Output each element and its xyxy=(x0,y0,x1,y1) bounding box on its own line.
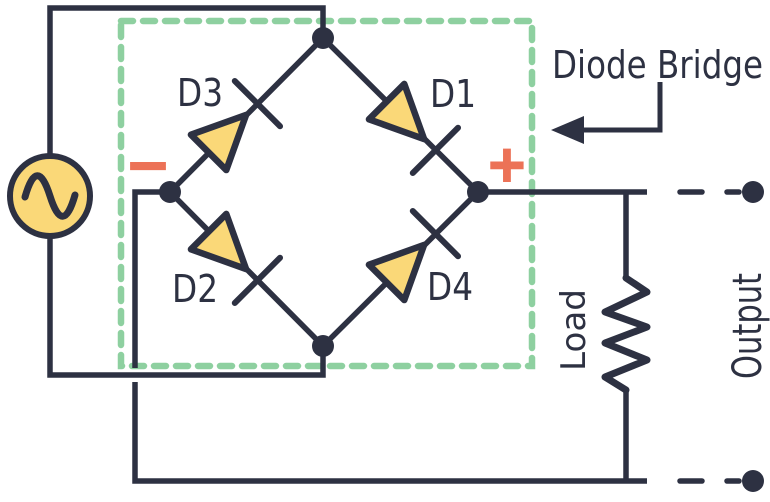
plus-sign: + xyxy=(486,135,528,193)
diode-cathode-bar xyxy=(409,124,462,177)
diode-triangle xyxy=(365,241,428,304)
diode-cathode-bar xyxy=(231,77,284,130)
junction-dot-left xyxy=(159,181,181,203)
junction-dot-right xyxy=(467,181,489,203)
arrow-head xyxy=(551,116,584,144)
diode-triangle xyxy=(187,210,250,273)
label-d3: D3 xyxy=(177,71,223,115)
wire-ac-top xyxy=(47,5,326,155)
arrow-left-icon xyxy=(551,82,663,144)
terminal-dot-negative xyxy=(742,470,764,492)
label-d2: D2 xyxy=(172,267,218,311)
label-d4: D4 xyxy=(427,265,473,309)
diode-triangle xyxy=(365,80,428,143)
terminal-dot-positive xyxy=(742,181,764,203)
diode-cathode-bar xyxy=(231,254,284,307)
label-d1: D1 xyxy=(430,72,476,116)
diode-triangle xyxy=(187,111,250,174)
load-label: Load xyxy=(554,289,594,371)
diode-bridge-label: Diode Bridge xyxy=(552,43,763,87)
ac-source-icon xyxy=(7,153,93,239)
diode-d3-icon xyxy=(187,77,284,174)
minus-sign: − xyxy=(125,133,170,196)
arrow-elbow-line xyxy=(582,82,663,133)
diode-cathode-bar xyxy=(409,207,462,260)
wire-ac-bottom xyxy=(47,238,326,378)
output-label: Output xyxy=(725,273,770,379)
junction-dot-top xyxy=(312,27,334,49)
diode-d4-icon xyxy=(365,207,462,304)
diode-d1-icon xyxy=(365,80,462,177)
wire-bottom-rail xyxy=(132,382,647,484)
diode-d2-icon xyxy=(187,210,284,307)
wire-negative-branch xyxy=(132,189,172,368)
junction-dot-bottom xyxy=(312,335,334,357)
sine-wave-icon xyxy=(21,172,79,220)
resistor-icon xyxy=(601,274,651,394)
